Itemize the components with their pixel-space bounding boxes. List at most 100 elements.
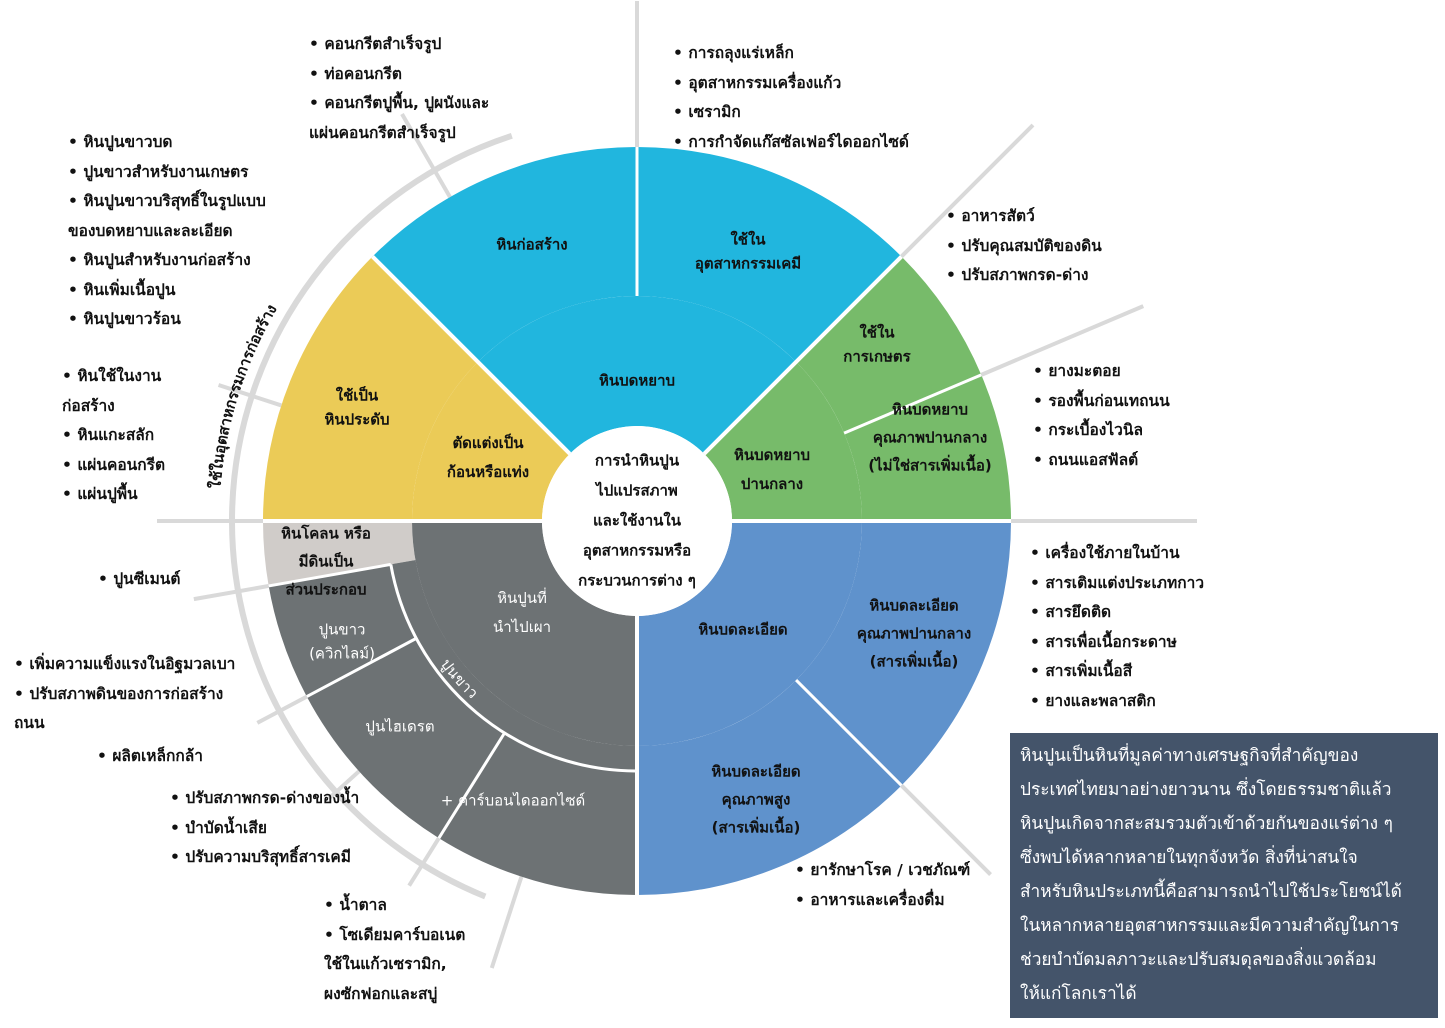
list-fine-medium: เครื่องใช้ภายในบ้านสารเติมแต่งประเภทกาวส… (1030, 539, 1204, 716)
list-item: คอนกรีตสำเร็จรูป (309, 30, 489, 60)
list-item: ผงซักฟอกและสบู่ (324, 984, 438, 1003)
outer-label-construction-stone: หินก่อสร้าง (496, 236, 567, 254)
leader-line (256, 694, 308, 725)
info-line: ประเทศไทยมาอย่างยาวนาน ซึ่งโดยธรรมชาติแล… (1020, 780, 1392, 800)
segment-label-line: การเกษตร (843, 348, 911, 366)
leader-line (193, 583, 270, 602)
divider (843, 373, 982, 435)
segment-label-line: หินบดละเอียด (869, 597, 958, 615)
segment-labels: การนำหินปูนไปแปรสภาพและใช้งานในอุตสาหกรร… (281, 231, 992, 837)
list-coarse-medium: ยางมะตอยรองพื้นก่อนเทถนนกระเบื้องไวนิลถน… (1033, 357, 1170, 476)
segment-label-line: ส่วนประกอบ (285, 581, 366, 599)
list-item: แผ่นคอนกรีตสำเร็จรูป (309, 123, 456, 142)
list-item: ใช้ในแก้วเซรามิก, (324, 955, 447, 973)
list-item: ปูนขาวสำหรับงานเกษตร (68, 158, 266, 188)
leader-line (400, 112, 452, 199)
list-item: การกำจัดแก๊สซัลเฟอร์ไดออกไซด์ (673, 128, 909, 158)
outer-segment-ornamental-stone (263, 256, 478, 521)
segment-label-line: ไปแปรสภาพ (594, 481, 678, 500)
list-item: สารยึดติด (1030, 598, 1204, 628)
list-agriculture: อาหารสัตว์ปรับคุณสมบัติของดินปรับสภาพกรด… (946, 202, 1101, 291)
list-item: รองพื้นก่อนเทถนน (1033, 387, 1169, 417)
list-item: บำบัดน้ำเสีย (170, 814, 359, 844)
inner-segment-coarse (477, 296, 797, 454)
divider (268, 562, 392, 588)
list-item: แผ่นคอนกรีต (62, 451, 165, 481)
list-item: ถนนแอสฟัลต์ (1033, 446, 1170, 476)
leader-line (900, 123, 1035, 258)
segment-label-line: หินบดหยาบ (599, 372, 675, 390)
list-item: ท่อคอนกรีต (309, 60, 489, 90)
info-box: หินปูนเป็นหินที่มูลค่าทางเศรษฐกิจที่สำคั… (1010, 733, 1438, 1018)
outer-label-chemical-industry: ใช้ในอุตสาหกรรมเคมี (695, 231, 801, 274)
list-item: สารเพิ่มเนื้อสี (1030, 657, 1204, 687)
list-item: ปรับสภาพดินของการก่อสร้าง (14, 680, 235, 710)
list-item: สารเติมแต่งประเภทกาว (1030, 569, 1204, 599)
segment-label-line: หินปูนที่ (497, 587, 547, 607)
segment-label-line: คุณภาพปานกลาง (873, 429, 987, 448)
segment-label-line: ใช้ใน (859, 324, 895, 342)
inner-label-cut-blocks: ตัดแต่งเป็นก้อนหรือแท่ง (447, 433, 529, 481)
segment-label-line: ใช้เป็น (336, 386, 379, 405)
list-concrete: คอนกรีตสำเร็จรูปท่อคอนกรีตคอนกรีตปูพื้น,… (309, 30, 489, 148)
list-item: ก่อสร้าง (62, 396, 115, 415)
inner-label-burned: หินปูนที่นำไปเผา (493, 587, 551, 636)
center-title: การนำหินปูนไปแปรสภาพและใช้งานในอุตสาหกรร… (578, 452, 696, 590)
inner-segments (412, 296, 862, 746)
outer-label-carbon-dioxide: + คาร์บอนไดออกไซด์ (441, 792, 586, 810)
outer-segment-chemical-industry (637, 147, 902, 362)
list-fine-high: ยารักษาโรค / เวชภัณฑ์อาหารและเครื่องดื่ม (795, 856, 970, 915)
outer-label-clay-limestone: หินโคลน หรือมีดินเป็นส่วนประกอบ (281, 524, 371, 599)
segment-label-line: หินโคลน หรือ (281, 524, 371, 543)
list-item: หินปูนขาวบด (68, 128, 266, 158)
segment-label-line: หินบดละเอียด (711, 763, 800, 781)
list-item: หินปูนขาวร้อน (68, 305, 266, 335)
outer-segment-clay-limestone (263, 521, 416, 586)
lime-band-divider (389, 564, 638, 773)
inner-segment-cut-blocks (412, 361, 570, 521)
info-line: ซึ่งพบได้หลากหลายในทุกจังหวัด สิ่งที่น่า… (1020, 848, 1358, 868)
list-item: หินปูนขาวบริสุทธิ์ในรูปแบบ (68, 187, 266, 217)
list-item: สารเพื่อเนื้อกระดาษ (1030, 628, 1204, 658)
list-item: โซเดียมคาร์บอเนต (324, 921, 465, 951)
leader-lines (157, 1, 1197, 969)
segment-label-line: หินก่อสร้าง (496, 236, 567, 254)
info-line: ช่วยบำบัดมลภาวะและปรับสมดุลของสิ่งแวดล้อ… (1020, 950, 1377, 970)
segment-label-line: + คาร์บอนไดออกไซด์ (441, 792, 586, 810)
segment-label-line: อุตสาหกรรมหรือ (583, 542, 691, 561)
list-item: ผลิตเหล็กกล้า (97, 742, 203, 772)
list-item: หินเพิ่มเนื้อปูน (68, 276, 266, 306)
list-item: เซรามิก (673, 98, 909, 128)
inner-segment-medium-coarse (704, 361, 862, 521)
list-item: คอนกรีตปูพื้น, ปูผนังและ (309, 89, 489, 119)
segment-label-line: คุณภาพปานกลาง (857, 625, 971, 644)
divider (437, 732, 506, 839)
outer-segment-construction-stone (372, 147, 637, 362)
outer-label-quicklime: ปูนขาว(ควิกไลม์) (309, 621, 375, 663)
segment-label-line: หินบดละเอียด (698, 621, 787, 639)
outer-label-ornamental-stone: ใช้เป็นหินประดับ (324, 386, 389, 429)
list-steel: ผลิตเหล็กกล้า (97, 742, 203, 772)
divider (306, 637, 417, 698)
list-ornamental: หินใช้ในงานก่อสร้างหินแกะสลักแผ่นคอนกรีต… (62, 362, 165, 510)
leader-line (900, 784, 992, 876)
leader-line (407, 837, 441, 887)
segment-label-line: ปานกลาง (741, 475, 803, 493)
inner-segment-fine (637, 521, 862, 746)
list-item: ปรับคุณสมบัติของดิน (946, 232, 1101, 262)
list-item: น้ำตาล (324, 891, 465, 921)
list-item: ยางและพลาสติก (1030, 687, 1204, 717)
list-item: ปรับความบริสุทธิ์สารเคมี (170, 843, 359, 873)
inner-segment-burned (412, 521, 637, 746)
info-line: หินปูนเกิดจากสะสมรวมตัวเข้าด้วยกันของแร่… (1020, 814, 1393, 834)
list-item: อาหารและเครื่องดื่ม (795, 886, 970, 916)
info-line: ให้แก่โลกเราได้ (1020, 984, 1137, 1004)
list-item: ยารักษาโรค / เวชภัณฑ์ (795, 856, 970, 886)
segment-label-line: อุตสาหกรรมเคมี (695, 255, 801, 274)
segment-label-line: กระบวนการต่าง ๆ (578, 572, 696, 590)
segment-label-line: หินประดับ (324, 411, 389, 429)
outer-segment-fine-high-quality (637, 680, 902, 895)
list-item: เครื่องใช้ภายในบ้าน (1030, 539, 1204, 569)
